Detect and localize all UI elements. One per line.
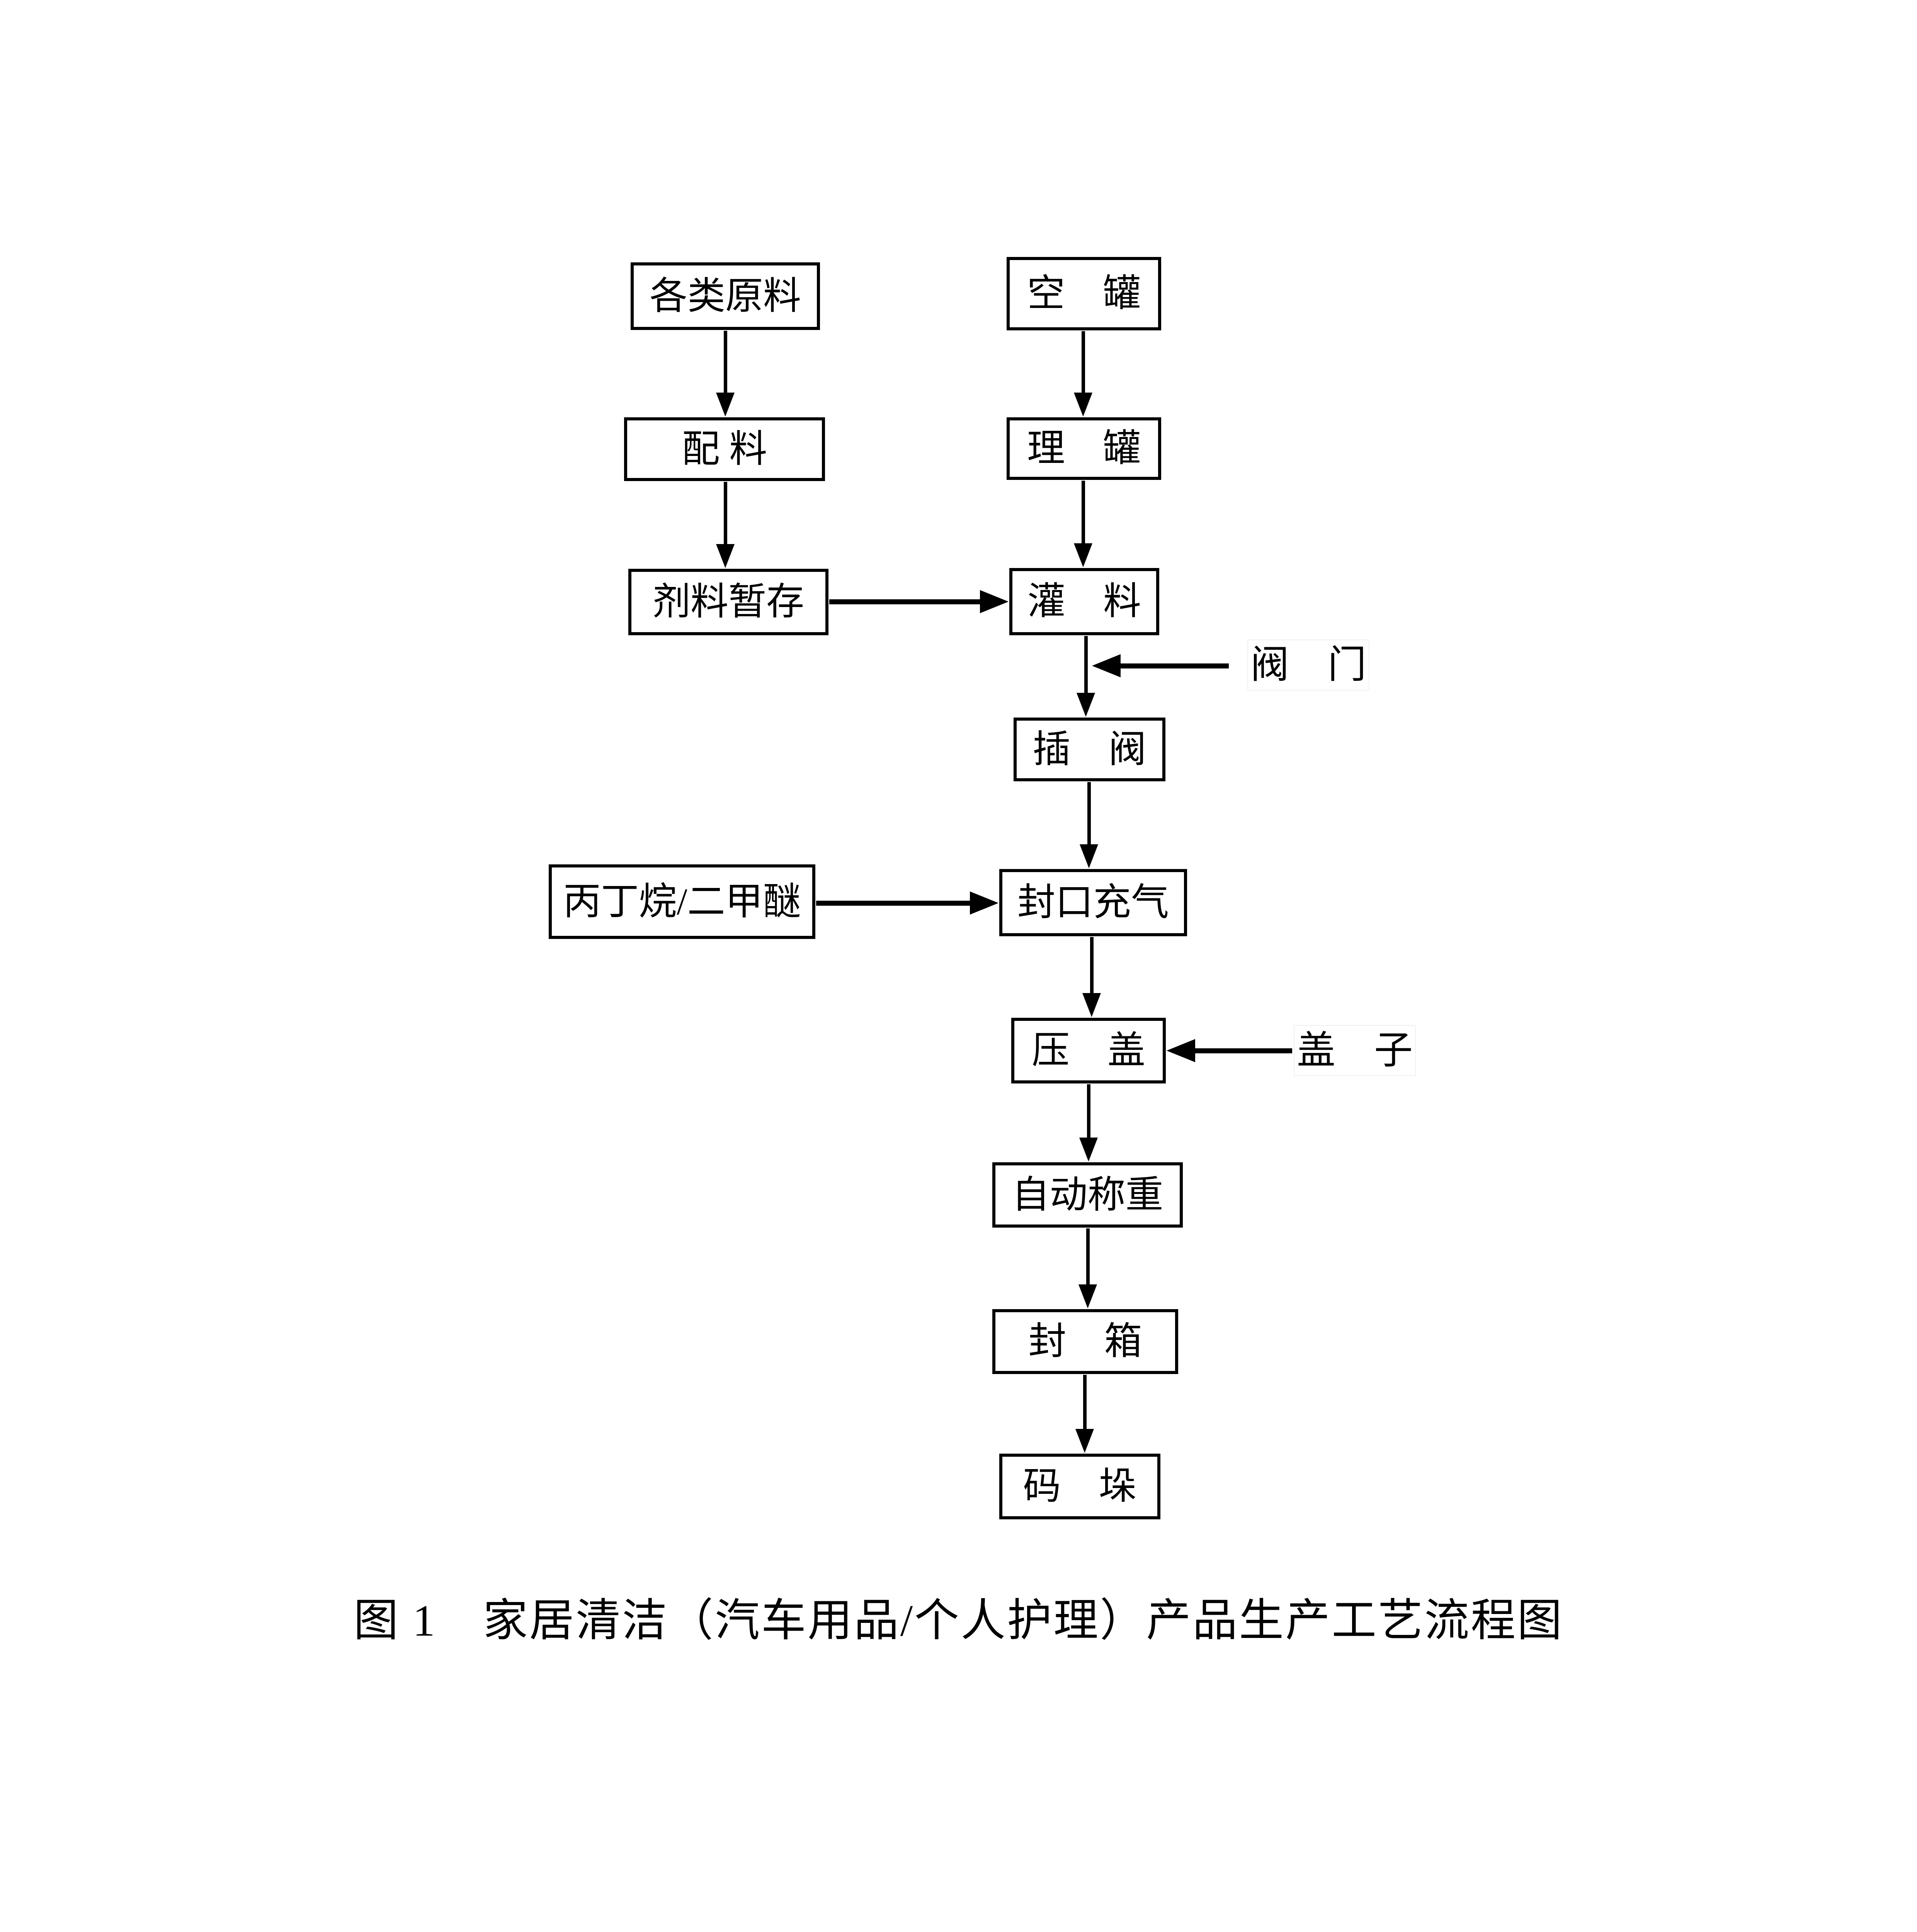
flow-node-label-raw-materials: 各类原料 bbox=[649, 275, 801, 317]
flow-node-label-cap-pressing: 压 盖 bbox=[1031, 1030, 1145, 1071]
flow-node-cap-pressing: 压 盖 bbox=[1011, 1018, 1166, 1083]
arrow-line-raw-materials-to-batching bbox=[723, 331, 727, 395]
flow-node-sealing-gassing: 封口充气 bbox=[999, 869, 1187, 936]
arrow-line-valve-to-connector bbox=[1118, 663, 1229, 668]
arrow-head-cap-pressing-to-auto-weighing bbox=[1079, 1138, 1098, 1162]
arrow-head-sealing-gassing-to-cap-pressing bbox=[1082, 993, 1101, 1017]
arrow-head-carton-sealing-to-palletizing bbox=[1075, 1429, 1094, 1453]
arrow-head-valve-inserting-to-sealing-gassing bbox=[1080, 844, 1098, 868]
arrow-line-filling-to-valve-inserting bbox=[1084, 636, 1088, 695]
flow-node-can-arranging: 理 罐 bbox=[1007, 417, 1161, 480]
arrow-head-can-arranging-to-filling bbox=[1074, 543, 1092, 567]
arrow-line-carton-sealing-to-palletizing bbox=[1083, 1375, 1087, 1431]
arrow-line-can-arranging-to-filling bbox=[1081, 481, 1085, 546]
arrow-line-empty-can-to-can-arranging bbox=[1081, 331, 1085, 395]
arrow-line-agent-temp-storage-to-filling bbox=[829, 599, 983, 604]
arrow-line-auto-weighing-to-carton-sealing bbox=[1086, 1228, 1090, 1287]
input-label-text-cap: 盖 子 bbox=[1297, 1029, 1413, 1072]
arrow-head-raw-materials-to-batching bbox=[716, 393, 735, 417]
flow-node-label-valve-inserting: 插 阀 bbox=[1032, 728, 1146, 770]
flow-node-palletizing: 码 垛 bbox=[999, 1454, 1160, 1519]
flow-node-label-agent-temp-storage: 剂料暂存 bbox=[652, 581, 804, 623]
arrow-head-empty-can-to-can-arranging bbox=[1074, 393, 1092, 417]
flow-node-label-sealing-gassing: 封口充气 bbox=[1017, 882, 1169, 923]
input-label-text-valve: 阀 门 bbox=[1250, 643, 1366, 686]
arrow-head-propane-to-sealing-gassing bbox=[970, 891, 998, 915]
arrow-head-auto-weighing-to-carton-sealing bbox=[1078, 1284, 1097, 1308]
flow-node-empty-can: 空 罐 bbox=[1007, 257, 1161, 330]
flow-node-label-propane-butane-dme: 丙丁烷/二甲醚 bbox=[563, 881, 801, 923]
flow-node-label-auto-weighing: 自动称重 bbox=[1012, 1174, 1163, 1216]
arrow-line-valve-inserting-to-sealing-gassing bbox=[1087, 782, 1091, 847]
flow-node-valve-inserting: 插 阀 bbox=[1014, 718, 1165, 781]
arrow-head-filling-to-valve-inserting bbox=[1077, 693, 1095, 717]
flow-node-label-palletizing: 码 垛 bbox=[1023, 1466, 1137, 1507]
figure-caption: 图 1 家居清洁（汽车用品/个人护理）产品生产工艺流程图 bbox=[353, 1596, 1564, 1646]
arrow-line-cap-pressing-to-auto-weighing bbox=[1087, 1084, 1090, 1140]
arrow-line-batching-to-agent-temp-storage bbox=[723, 482, 727, 546]
arrow-line-sealing-gassing-to-cap-pressing bbox=[1090, 937, 1094, 995]
flow-node-label-can-arranging: 理 罐 bbox=[1027, 428, 1141, 469]
arrow-line-propane-to-sealing-gassing bbox=[816, 900, 973, 906]
arrow-head-batching-to-agent-temp-storage bbox=[716, 544, 735, 568]
arrow-head-agent-temp-storage-to-filling bbox=[980, 590, 1009, 613]
arrow-head-valve-to-connector bbox=[1092, 654, 1121, 677]
flow-node-auto-weighing: 自动称重 bbox=[992, 1162, 1183, 1228]
input-label-cap: 盖 子 bbox=[1294, 1025, 1416, 1076]
flow-node-label-carton-sealing: 封 箱 bbox=[1028, 1321, 1142, 1362]
flow-node-raw-materials: 各类原料 bbox=[631, 262, 820, 330]
arrow-head-cap-to-cap-pressing bbox=[1167, 1039, 1195, 1062]
flow-node-label-filling: 灌 料 bbox=[1027, 581, 1141, 622]
flow-node-label-empty-can: 空 罐 bbox=[1027, 273, 1141, 315]
input-label-valve: 阀 门 bbox=[1247, 639, 1369, 690]
flow-node-propane-butane-dme: 丙丁烷/二甲醚 bbox=[549, 864, 815, 939]
flow-node-batching: 配 料 bbox=[624, 417, 825, 481]
flow-node-label-batching: 配 料 bbox=[682, 428, 767, 470]
flow-node-filling: 灌 料 bbox=[1009, 568, 1159, 635]
flow-node-carton-sealing: 封 箱 bbox=[992, 1309, 1178, 1374]
arrow-line-cap-to-cap-pressing bbox=[1192, 1048, 1292, 1053]
flow-node-agent-temp-storage: 剂料暂存 bbox=[628, 569, 828, 635]
